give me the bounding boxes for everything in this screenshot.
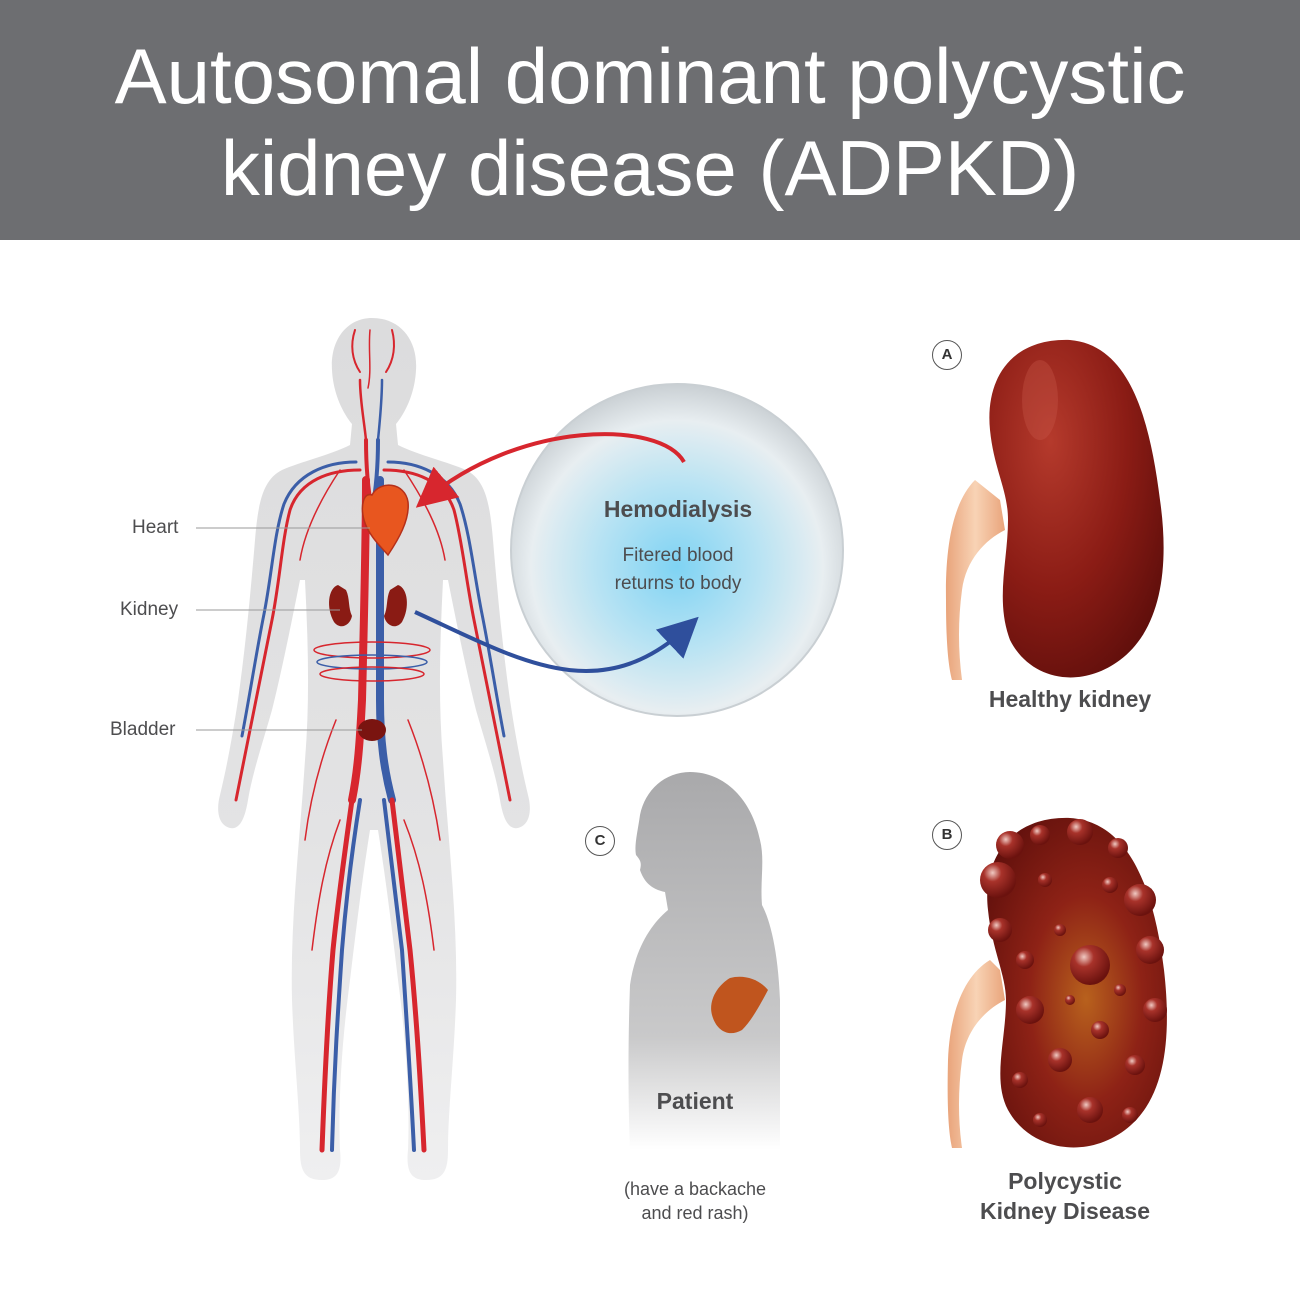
caption-polycystic-line-2: Kidney Disease xyxy=(979,1198,1151,1224)
badge-a: A xyxy=(932,340,962,370)
title-line-2: kidney disease (ADPKD) xyxy=(220,124,1080,212)
hemodialysis-description: Fitered blood returns to body xyxy=(560,542,796,598)
badge-b: B xyxy=(932,820,962,850)
patient-note-line-1: (have a backache xyxy=(623,1179,767,1199)
healthy-kidney-illustration xyxy=(945,339,1164,680)
caption-polycystic-line-1: Polycystic xyxy=(1008,1168,1122,1194)
badge-c: C xyxy=(585,826,615,856)
hemodialysis-title: Hemodialysis xyxy=(603,496,753,522)
label-bladder: Bladder xyxy=(110,719,176,740)
arrow-blue-from-kidney xyxy=(414,610,699,673)
title-line-1: Autosomal dominant polycystic xyxy=(114,32,1186,120)
page-title: Autosomal dominant polycystic kidney dis… xyxy=(0,30,1300,214)
hemodialysis-line-1: Fitered blood xyxy=(622,545,734,566)
patient-symptom-note: (have a backache and red rash) xyxy=(580,1177,810,1225)
kidney-rash-mark xyxy=(711,976,768,1034)
label-leader-lines xyxy=(196,527,370,731)
label-heart: Heart xyxy=(132,517,179,538)
polycystic-kidney-illustration xyxy=(947,817,1167,1148)
hemodialysis-bubble xyxy=(510,383,844,717)
human-body-silhouette xyxy=(218,318,530,1180)
patient-note-line-2: and red rash) xyxy=(641,1203,749,1223)
bladder-organ xyxy=(358,719,386,741)
title-banner: Autosomal dominant polycystic kidney dis… xyxy=(0,0,1300,240)
hemodialysis-line-2: returns to body xyxy=(614,573,742,594)
caption-polycystic-kidney: Polycystic Kidney Disease xyxy=(935,1166,1195,1226)
cysts xyxy=(980,819,1167,1127)
patient-silhouette xyxy=(628,772,780,1150)
caption-healthy-kidney: Healthy kidney xyxy=(988,686,1152,712)
heart-organ xyxy=(361,484,409,557)
body-kidneys xyxy=(329,585,407,627)
arrow-red-to-heart xyxy=(415,432,686,508)
caption-patient: Patient xyxy=(656,1088,734,1114)
label-kidney: Kidney xyxy=(120,599,179,620)
